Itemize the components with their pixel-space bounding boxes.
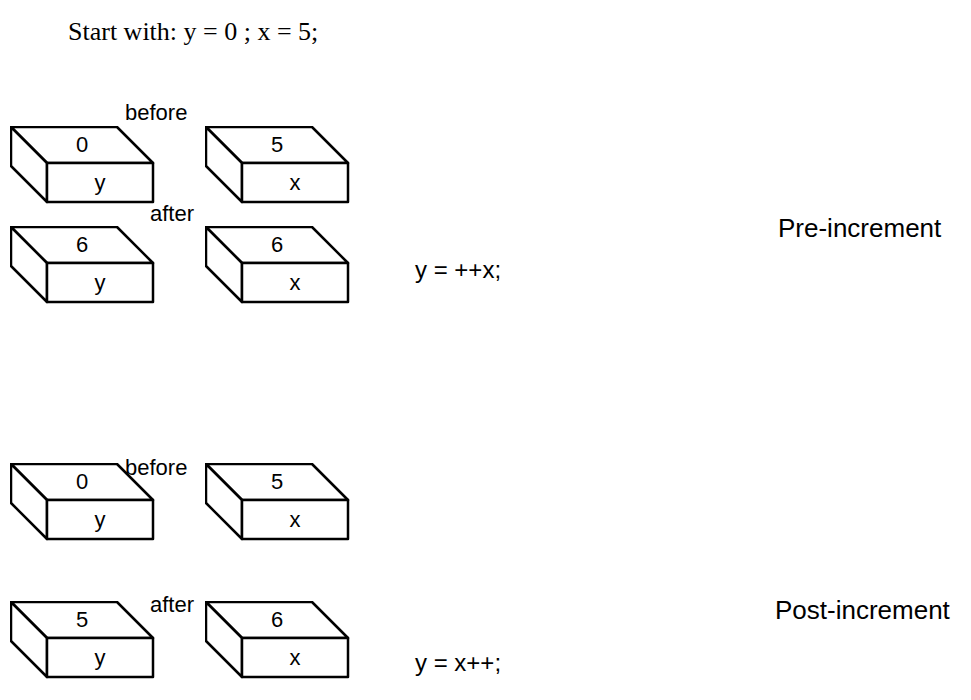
variable-value: 6: [76, 234, 88, 256]
variable-value: 0: [76, 134, 88, 156]
caption-label: Post-increment: [775, 596, 950, 625]
box-face: [11, 464, 47, 539]
box-face: [242, 638, 348, 677]
variable-box: 6y: [10, 226, 155, 304]
start-note: Start with: y = 0 ; x = 5;: [68, 18, 318, 47]
variable-name: y: [95, 509, 106, 531]
box-face: [242, 263, 348, 302]
caption-label: after: [150, 202, 194, 226]
caption-label: after: [150, 593, 194, 617]
box-face: [206, 464, 242, 539]
variable-name: y: [95, 647, 106, 669]
box-face: [11, 227, 47, 302]
box-face: [11, 602, 47, 677]
caption-label: y = ++x;: [415, 257, 501, 283]
variable-value: 6: [271, 234, 283, 256]
box-face: [242, 500, 348, 539]
box-face: [47, 638, 153, 677]
variable-name: x: [290, 509, 301, 531]
variable-name: x: [290, 647, 301, 669]
variable-value: 6: [271, 609, 283, 631]
caption-label: before: [125, 101, 187, 125]
variable-value: 5: [271, 471, 283, 493]
caption-label: y = x++;: [415, 650, 501, 676]
box-face: [47, 263, 153, 302]
box-face: [11, 127, 47, 202]
caption-label: before: [125, 456, 187, 480]
variable-name: y: [95, 172, 106, 194]
variable-box: 5x: [205, 126, 350, 204]
variable-name: x: [290, 272, 301, 294]
variable-box: 0y: [10, 126, 155, 204]
box-face: [47, 163, 153, 202]
variable-box: 6x: [205, 601, 350, 679]
box-face: [206, 602, 242, 677]
box-face: [206, 127, 242, 202]
variable-box: 5y: [10, 601, 155, 679]
variable-name: y: [95, 272, 106, 294]
variable-value: 5: [271, 134, 283, 156]
variable-name: x: [290, 172, 301, 194]
box-face: [47, 500, 153, 539]
variable-box: 6x: [205, 226, 350, 304]
caption-label: Pre-increment: [778, 214, 941, 243]
variable-box: 5x: [205, 463, 350, 541]
box-face: [206, 227, 242, 302]
variable-value: 5: [76, 609, 88, 631]
box-face: [242, 163, 348, 202]
variable-value: 0: [76, 471, 88, 493]
